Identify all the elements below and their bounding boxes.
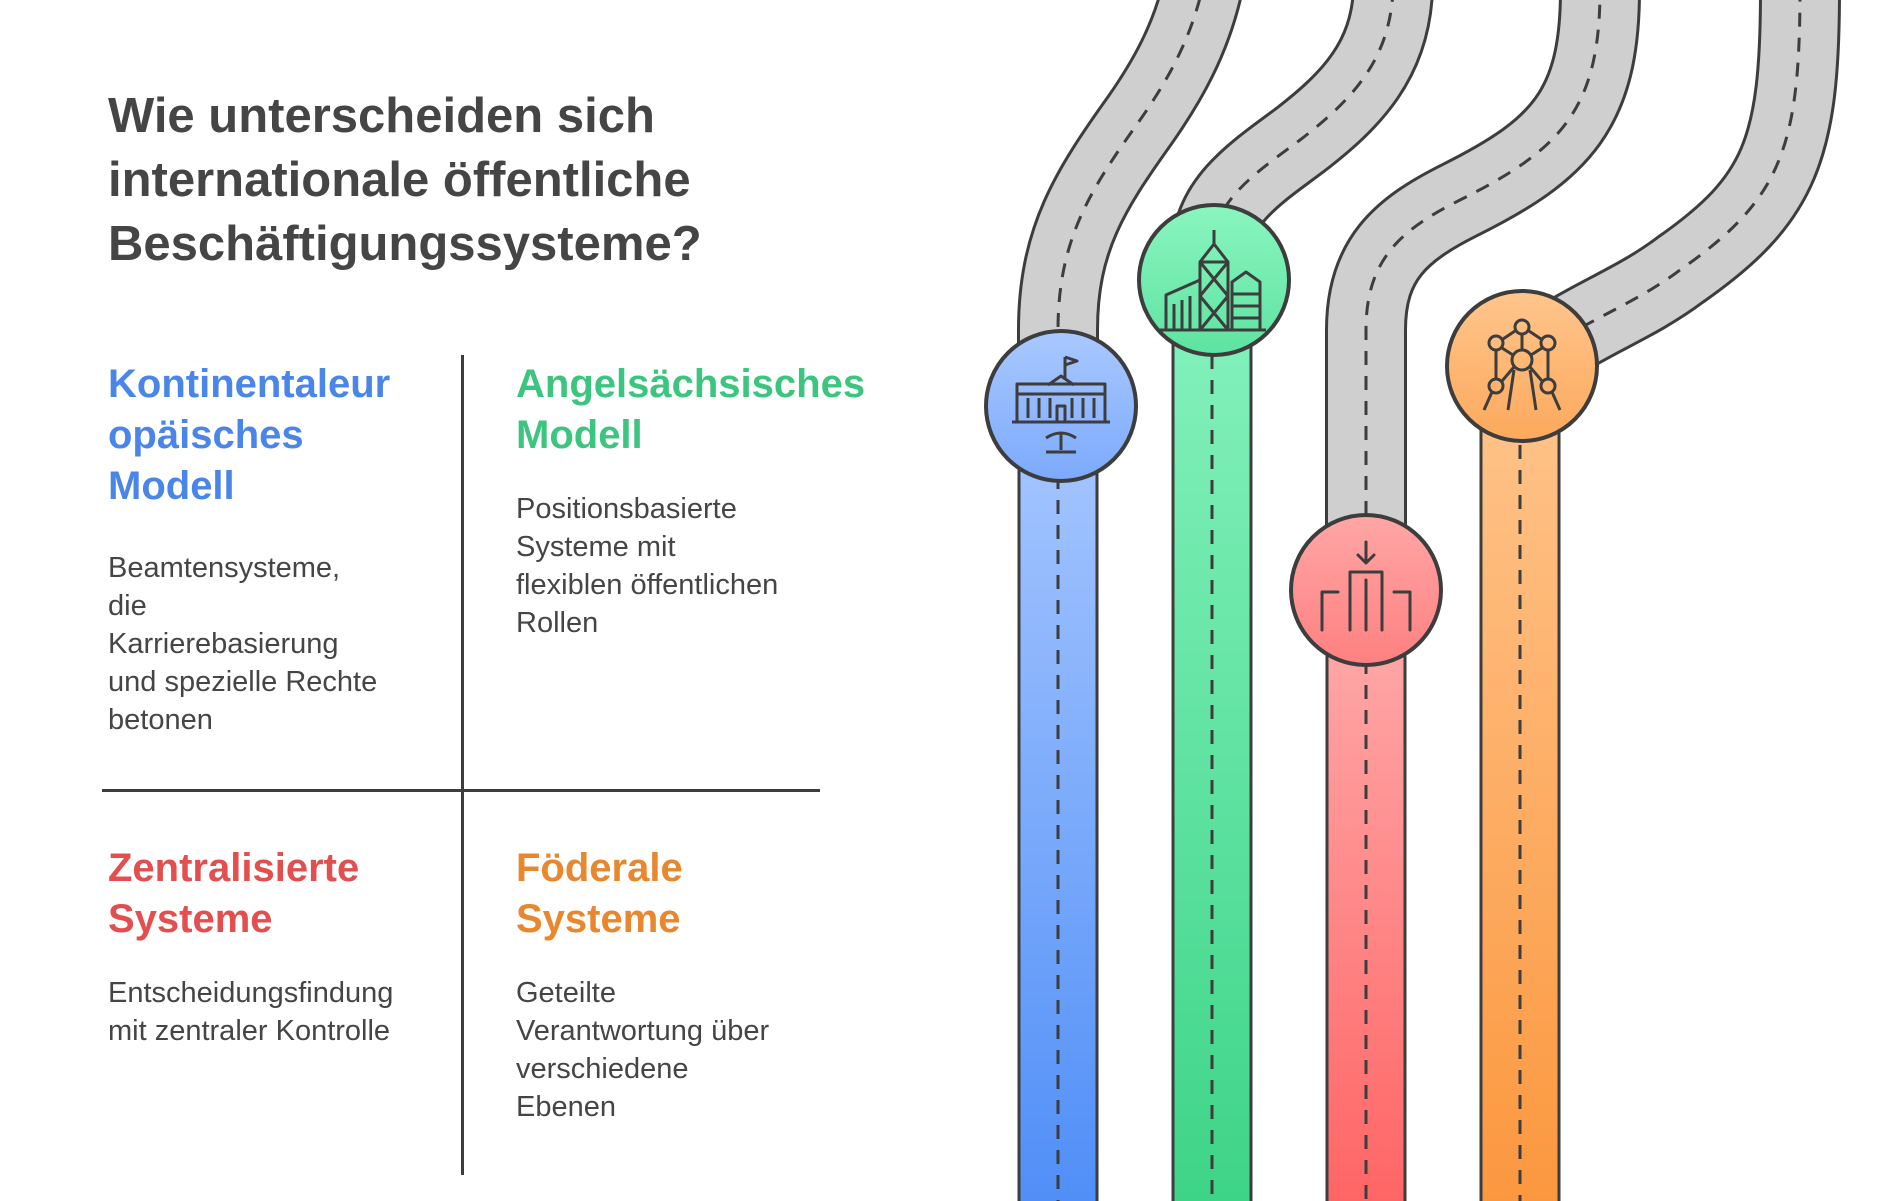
quadrant-title: Zentralisierte Systeme <box>108 843 448 945</box>
description-line: Systeme mit <box>516 531 676 563</box>
description-line: Karrierebasierung <box>108 628 339 660</box>
description-line: betonen <box>108 704 213 736</box>
road-federal <box>1479 0 1841 1201</box>
description-line: Rollen <box>516 607 599 639</box>
description-line: Positionsbasierte <box>516 493 737 525</box>
quadrant-title-line: opäisches <box>108 413 304 457</box>
quadrant-anglo-saxon: Angelsächsisches Modell Positionsbasiert… <box>516 359 866 642</box>
quadrant-title-line: Zentralisierte <box>108 846 360 890</box>
description-line: Ebenen <box>516 1091 616 1123</box>
description-line: Geteilte <box>516 977 616 1009</box>
quadrant-federal: Föderale Systeme Geteilte Verantwortung … <box>516 843 856 1126</box>
description-line: und spezielle Rechte <box>108 666 378 698</box>
vertical-divider <box>461 355 464 1175</box>
page-title-line: Wie unterscheiden sich <box>108 89 655 143</box>
quadrant-description: Beamtensysteme, die Karrierebasierung un… <box>108 549 448 739</box>
road-continental <box>1017 0 1242 1201</box>
description-line: verschiedene <box>516 1053 689 1085</box>
page-title-line: Beschäftigungssysteme? <box>108 217 702 271</box>
quadrant-title: Angelsächsisches Modell <box>516 359 866 461</box>
page-title-line: internationale öffentliche <box>108 153 691 207</box>
quadrant-title-line: Systeme <box>516 897 681 941</box>
central-structure-icon <box>1289 513 1443 667</box>
description-line: mit zentraler Kontrolle <box>108 1015 391 1047</box>
quadrant-description: Entscheidungsfindung mit zentraler Kontr… <box>108 974 448 1050</box>
road-anglo-saxon <box>1171 0 1434 1201</box>
quadrant-centralized: Zentralisierte Systeme Entscheidungsfind… <box>108 843 448 1050</box>
quadrant-title-line: Modell <box>516 413 643 457</box>
quadrant-continental: Kontinentaleur opäisches Modell Beamtens… <box>108 359 448 739</box>
description-line: flexiblen öffentlichen <box>516 569 779 601</box>
quadrant-description: Geteilte Verantwortung über verschiedene… <box>516 974 856 1126</box>
quadrant-title-line: Kontinentaleur <box>108 362 391 406</box>
quadrant-title-line: Föderale <box>516 846 683 890</box>
quadrant-title: Föderale Systeme <box>516 843 856 945</box>
atomium-icon <box>1445 289 1599 443</box>
quadrant-title-line: Systeme <box>108 897 273 941</box>
description-line: die <box>108 590 147 622</box>
quadrant-title-line: Modell <box>108 464 235 508</box>
quadrant-title-line: Angelsächsisches <box>516 362 866 406</box>
horizontal-divider <box>102 789 820 792</box>
description-line: Verantwortung über <box>516 1015 770 1047</box>
city-skyline-icon <box>1137 203 1291 357</box>
quadrant-title: Kontinentaleur opäisches Modell <box>108 359 448 512</box>
description-line: Beamtensysteme, <box>108 552 341 584</box>
page-title: Wie unterscheiden sich internationale öf… <box>108 84 868 276</box>
description-line: Entscheidungsfindung <box>108 977 394 1009</box>
road-centralized <box>1325 0 1641 1201</box>
quadrant-description: Positionsbasierte Systeme mit flexiblen … <box>516 490 856 642</box>
government-building-icon <box>984 329 1138 483</box>
